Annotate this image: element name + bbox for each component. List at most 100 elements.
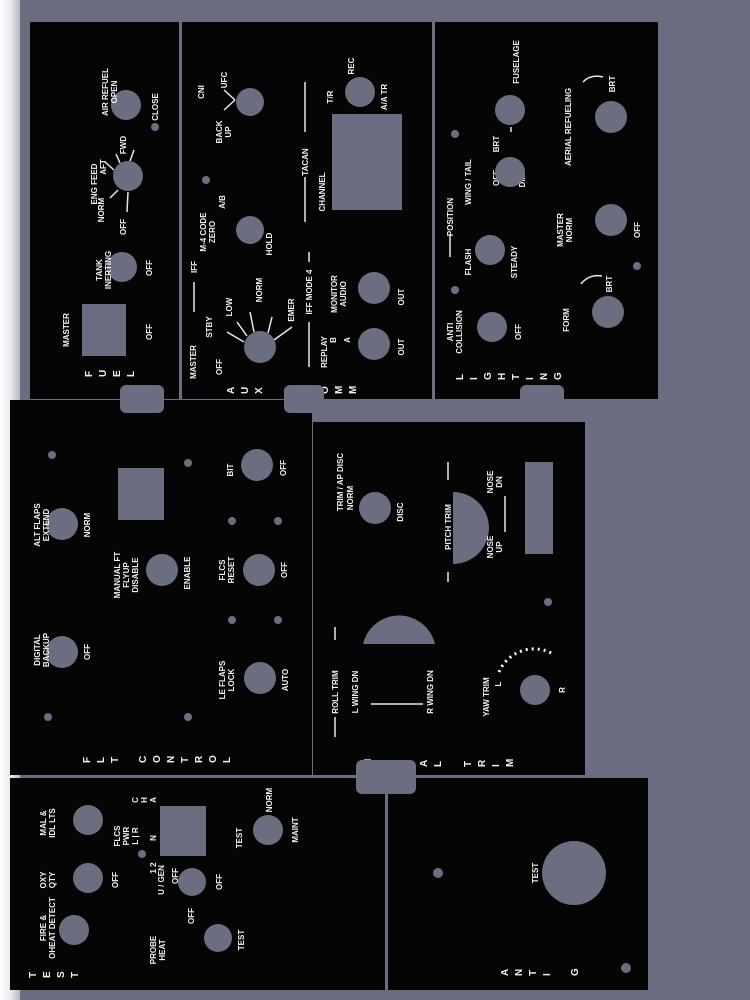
oxy-qty-label-2: QTY (48, 871, 57, 888)
flt-name-f: F (82, 757, 93, 763)
manual-ft-enable-label: ENABLE (183, 556, 192, 590)
flcs-pwr-label-2: PWR (122, 826, 131, 845)
m4-code-label: M-4 CODE (199, 212, 208, 252)
trim-name-r: R (477, 759, 488, 767)
flcs-pwr-label: FLCS (113, 825, 122, 847)
test-switch[interactable] (253, 815, 283, 845)
screw-dot (544, 598, 552, 606)
flt-name-o: O (152, 755, 163, 763)
tank-inerting-label: TANK (95, 259, 104, 281)
iff-master-knob[interactable] (244, 331, 276, 363)
manual-ft-label-3: DISABLE (131, 557, 140, 593)
test-name-t2: T (70, 972, 81, 978)
ab-label: A/B (218, 195, 227, 209)
backup-label-2: UP (224, 126, 233, 138)
flt-name-c: C (138, 756, 149, 763)
screw-dot (151, 123, 159, 131)
screw-dot (228, 517, 236, 525)
yaw-trim-knob[interactable] (520, 675, 550, 705)
aerial-refueling-knob[interactable] (595, 101, 627, 133)
oxy-qty-off-label: OFF (111, 872, 120, 888)
formation-lights-knob[interactable] (592, 296, 624, 328)
anti-g-test-button[interactable] (542, 841, 606, 905)
pitch-trim-label: PITCH TRIM (444, 504, 453, 550)
eng-feed-label: ENG FEED (90, 163, 99, 204)
eng-feed-aft-label: AFT (99, 159, 108, 175)
wing-tail-knob[interactable] (495, 157, 525, 187)
eng-feed-fwd-label: FWD (119, 136, 128, 154)
eng-feed-knob[interactable] (113, 161, 143, 191)
position-flash-switch[interactable] (475, 235, 505, 265)
bit-off-label: OFF (279, 460, 288, 476)
iff-norm-label: NORM (255, 277, 264, 302)
iff-label: IFF (190, 261, 199, 273)
fuel-name-u: U (98, 370, 109, 377)
test-name-s: S (56, 971, 67, 978)
yaw-trim-r-label: R (558, 687, 567, 693)
hold-label: HOLD (265, 232, 274, 255)
steady-label: STEADY (510, 245, 519, 278)
le-flaps-switch[interactable] (244, 662, 276, 694)
channel-label-n: N (149, 835, 158, 841)
bit-label: BIT (226, 463, 235, 476)
screw-dot (451, 130, 459, 138)
screw-dot (202, 176, 210, 184)
fuel-name-f: F (84, 371, 95, 377)
air-refuel-switch[interactable] (111, 90, 141, 120)
tacan-mode-switch[interactable] (345, 77, 375, 107)
wing-tail-label: WING / TAIL (464, 159, 473, 205)
pitch-trim-indicator (525, 462, 553, 554)
ufc-label: UFC (220, 72, 229, 89)
fire-label-2: OHEAT DETECT (48, 897, 57, 959)
anti-collision-switch[interactable] (477, 312, 507, 342)
tacan-channel-window (332, 114, 402, 210)
mal-idl-lts-switch[interactable] (73, 805, 103, 835)
anti-collision-off-label: OFF (514, 324, 523, 340)
flt-name-t2: T (180, 757, 191, 763)
epu-gen-off-label-2: OFF (215, 874, 224, 890)
fire-oheat-detect-button[interactable] (59, 915, 89, 945)
tacan-rec-label: REC (347, 57, 356, 74)
reply-a-label: A (343, 337, 352, 343)
roll-trim-wheel[interactable] (363, 615, 435, 644)
light-name-g: G (483, 372, 494, 380)
flcs-reset-label: FLCS (218, 559, 227, 581)
mounting-plate (284, 385, 324, 413)
screw-dot (138, 850, 146, 858)
master-lighting-switch[interactable] (595, 204, 627, 236)
oxy-qty-switch[interactable] (73, 863, 103, 893)
cni-switch[interactable] (236, 88, 264, 116)
flt-name-l: L (96, 757, 107, 763)
test-name-t: T (28, 972, 39, 978)
trim-name-l: L (433, 761, 444, 767)
tacan-label: TACAN (301, 148, 310, 176)
reply-out-label: OUT (397, 338, 406, 355)
epu-gen-switch[interactable] (178, 868, 206, 896)
monitor-audio-switch[interactable] (358, 272, 390, 304)
fuselage-knob[interactable] (495, 95, 525, 125)
formation-label: FORM (562, 308, 571, 332)
bit-switch[interactable] (241, 449, 273, 481)
air-refuel-close-label: CLOSE (151, 93, 160, 121)
iff-mode4-reply-switch[interactable] (358, 328, 390, 360)
tacan-tr-label: T/R (326, 90, 335, 103)
flcs-reset-switch[interactable] (243, 554, 275, 586)
anti-g-name-n: N (514, 969, 525, 976)
m4-code-switch[interactable] (236, 216, 264, 244)
digital-backup-switch[interactable] (46, 636, 78, 668)
trim-name-a2: A (419, 760, 430, 767)
tank-inerting-off-label: OFF (145, 260, 154, 276)
pitch-trim-wheel[interactable] (453, 492, 489, 564)
aerial-refueling-brt-label: BRT (608, 76, 617, 93)
lighting-panel: FUSELAGE BRT OFF DIM WING / TAIL AERIAL … (435, 22, 658, 399)
tank-inerting-switch[interactable] (107, 252, 137, 282)
alt-flaps-norm-label: NORM (83, 512, 92, 537)
monitor-audio-label: MONITOR (330, 275, 339, 313)
test-label: TEST (235, 828, 244, 849)
light-name-t: T (511, 374, 522, 380)
master-fuel-guard[interactable] (82, 304, 126, 356)
manual-ft-flyup-switch[interactable] (146, 554, 178, 586)
alt-flaps-switch[interactable] (46, 508, 78, 540)
trim-ap-disc-switch[interactable] (359, 492, 391, 524)
probe-heat-switch[interactable] (204, 924, 232, 952)
